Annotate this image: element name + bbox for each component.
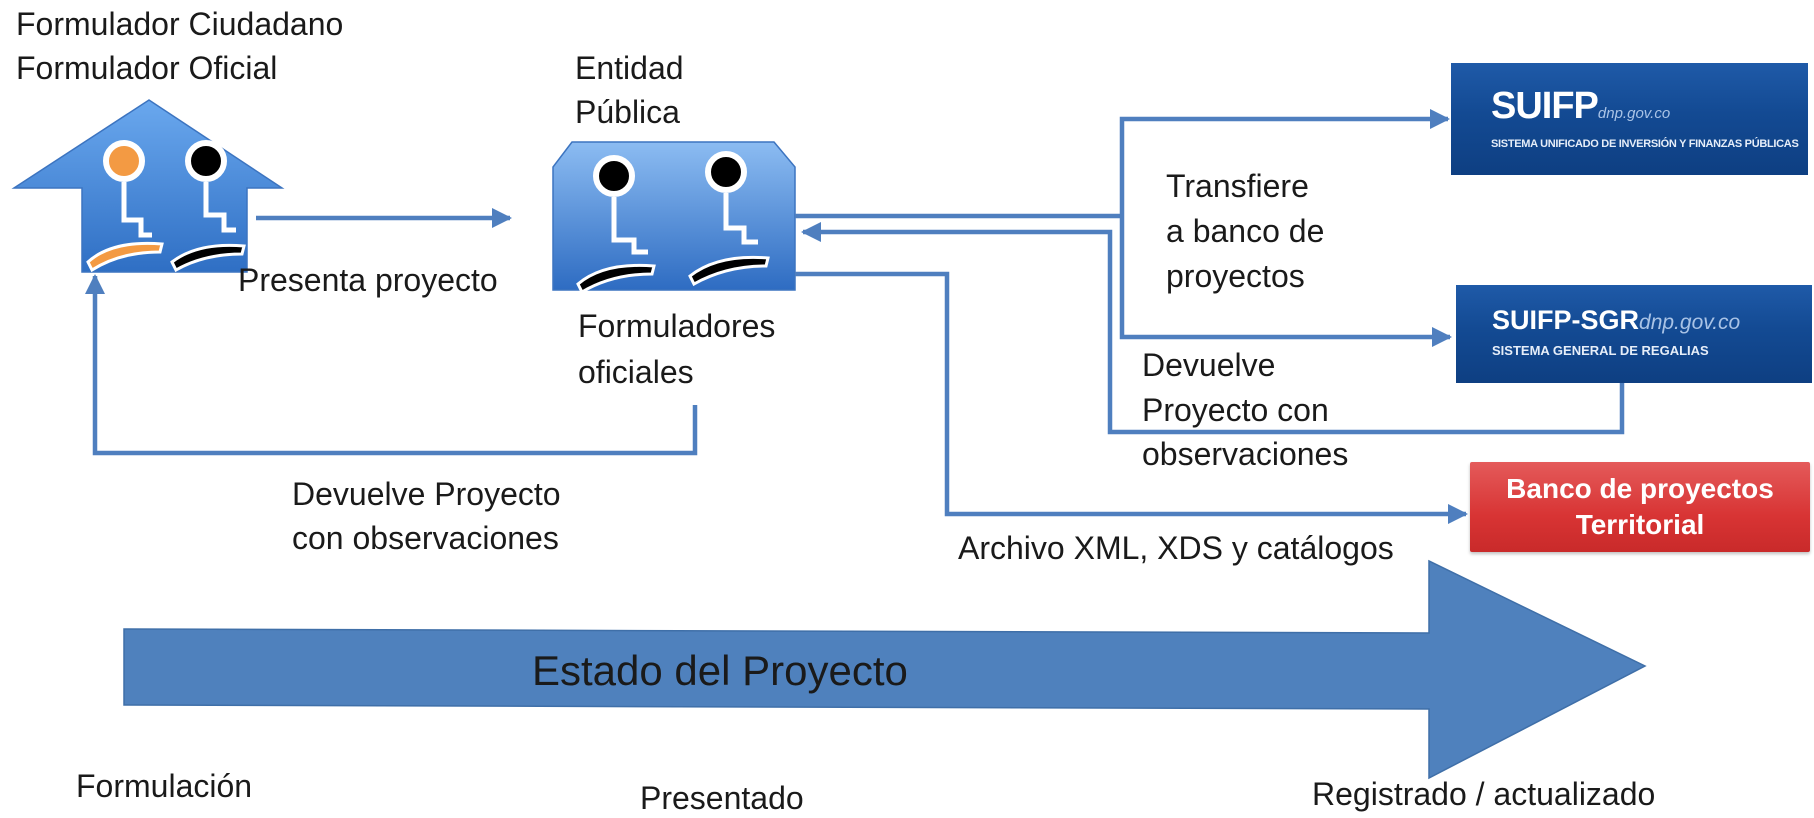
formulador-label-1: Formulador Ciudadano (16, 6, 344, 42)
suifp-domain: dnp.gov.co (1597, 105, 1671, 122)
archivo-label: Archivo XML, XDS y catálogos (958, 530, 1394, 566)
to-sgr-arrow (1119, 216, 1453, 348)
suifp-sgr-domain: dnp.gov.co (1639, 311, 1741, 334)
devuelve-right-arrow (800, 221, 1625, 435)
banco-label-1: Banco de proyectos (1506, 473, 1774, 504)
entidad-icon (552, 141, 796, 291)
presenta-label: Presenta proyecto (238, 262, 498, 298)
person-black-icon (170, 140, 246, 273)
archivo-arrow (795, 271, 1469, 525)
to-suifp-arrow (1119, 108, 1451, 216)
suifp-sgr-subtitle: SISTEMA GENERAL DE REGALIAS (1492, 343, 1709, 358)
entidad-label-1: Entidad (575, 50, 684, 86)
connectors (84, 108, 1625, 525)
stage-registrado: Registrado / actualizado (1312, 776, 1656, 812)
suifp-brand: SUIFP (1491, 85, 1599, 127)
devuelve-right-label-3: observaciones (1142, 436, 1349, 472)
transfiere-label-1: Transfiere (1166, 168, 1309, 204)
transfiere-label-3: proyectos (1166, 258, 1305, 294)
transfiere-label-2: a banco de (1166, 213, 1325, 249)
person-black-icon (576, 155, 656, 295)
banco-label-2: Territorial (1575, 509, 1705, 540)
estado-label: Estado del Proyecto (532, 647, 908, 694)
entidad-label-2: Pública (575, 94, 680, 130)
house-icon (11, 99, 285, 273)
estado-arrow (123, 559, 1647, 780)
banco-territorial-box: Banco de proyectos Territorial (1470, 462, 1810, 552)
suifp-sgr-logo: SUIFP-SGRdnp.gov.co SISTEMA GENERAL DE R… (1456, 285, 1812, 383)
suifp-subtitle: SISTEMA UNIFICADO DE INVERSIÓN Y FINANZA… (1491, 138, 1799, 150)
formuladores-label-2: oficiales (578, 354, 694, 390)
devuelve-right-label-1: Devuelve (1142, 347, 1276, 383)
suifp-sgr-brand: SUIFP-SGR (1492, 305, 1640, 335)
formulador-label-2: Formulador Oficial (16, 50, 278, 86)
stage-presentado: Presentado (640, 780, 804, 816)
person-orange-icon (86, 140, 164, 273)
formuladores-label-1: Formuladores (578, 308, 776, 344)
devuelve-bottom-arrow (84, 273, 698, 456)
stage-formulacion: Formulación (76, 768, 253, 804)
person-black-icon (688, 151, 770, 287)
devuelve-right-label-2: Proyecto con (1142, 392, 1329, 428)
devuelve-bottom-label-2: con observaciones (292, 520, 559, 556)
devuelve-bottom-label-1: Devuelve Proyecto (292, 476, 561, 512)
suifp-logo: SUIFPdnp.gov.co SISTEMA UNIFICADO DE INV… (1451, 63, 1808, 175)
